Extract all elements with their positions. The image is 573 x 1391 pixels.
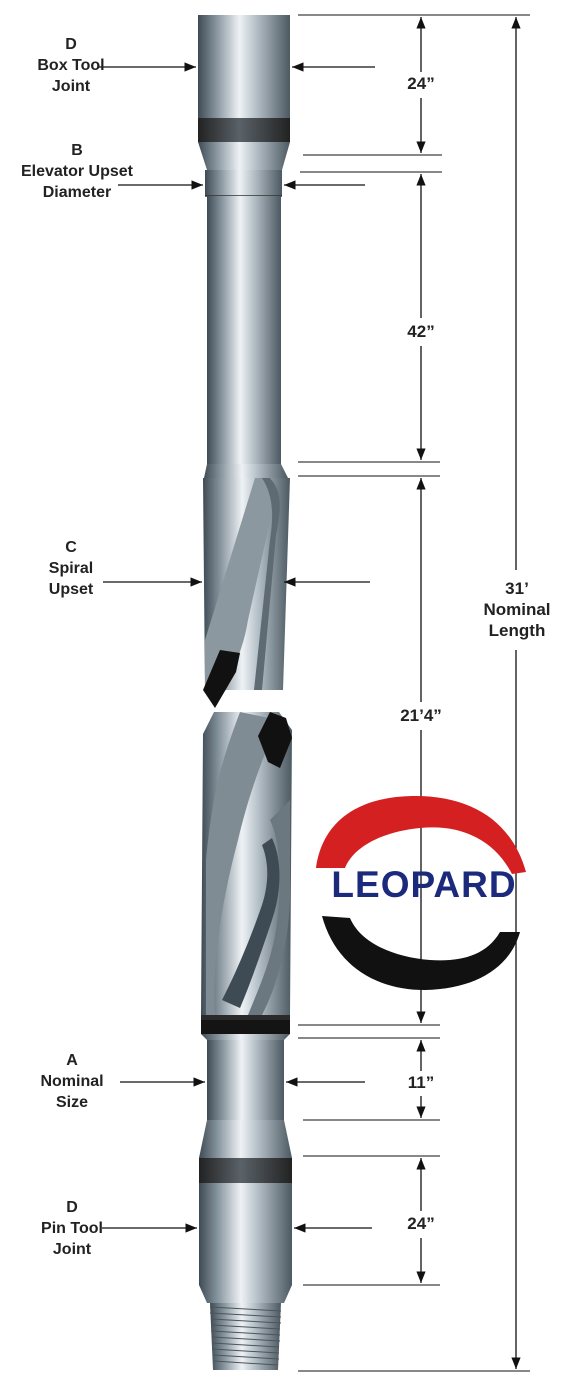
label-box-line1: Box Tool <box>37 57 105 74</box>
dim-nominal-text: 11” <box>401 1071 441 1095</box>
dim-tube-text: 42” <box>396 320 446 344</box>
pipe-body <box>198 15 292 1370</box>
label-box-tool-joint: D Box Tool Joint <box>23 34 119 97</box>
label-pin-line2: Joint <box>52 1241 92 1258</box>
label-spiral-line2: Upset <box>48 581 94 598</box>
pin-taper <box>199 1120 292 1158</box>
spiral-base-band <box>201 1020 290 1034</box>
extension-lines <box>298 14 530 1372</box>
label-elevator-letter: B <box>71 142 83 159</box>
label-elevator-line2: Diameter <box>42 184 112 201</box>
label-box-line2: Joint <box>51 78 91 95</box>
dim-spiral-text: 21’4” <box>391 704 451 728</box>
label-elevator-upset: B Elevator Upset Diameter <box>3 140 151 203</box>
spiral-upset-top <box>203 478 290 708</box>
spiral-cut-bottom <box>258 712 292 768</box>
label-nominal-line2: Size <box>55 1094 88 1111</box>
label-nominal-line1: Nominal <box>40 1073 104 1090</box>
label-pin-tool-joint: D Pin Tool Joint <box>26 1197 118 1260</box>
spiral-upset-bottom <box>201 712 292 1034</box>
dim-overall-text: 31’ Nominal Length <box>476 578 558 641</box>
label-spiral-upset: C Spiral Upset <box>28 537 114 600</box>
dim-pin-joint-text: 24” <box>396 1212 446 1236</box>
leopard-logo <box>316 795 526 990</box>
pointer-arrows <box>98 62 375 1233</box>
pin-tool-joint <box>199 1183 292 1285</box>
dim-overall-line3: Length <box>488 621 546 640</box>
nominal-size-tube <box>207 1040 284 1120</box>
tube-to-spiral-taper <box>204 464 288 478</box>
label-nominal-letter: A <box>66 1052 78 1069</box>
label-pin-letter: D <box>66 1199 78 1216</box>
label-elevator-line1: Elevator Upset <box>20 163 134 180</box>
pin-hardband <box>199 1158 292 1183</box>
dim-overall-line1: 31’ <box>505 579 529 598</box>
threaded-pin <box>210 1303 281 1370</box>
label-nominal-size: A Nominal Size <box>28 1050 116 1113</box>
spiral-cut-top <box>203 650 240 708</box>
logo-red-arc <box>316 795 526 874</box>
elevator-upset <box>205 170 282 196</box>
box-taper <box>198 142 290 170</box>
label-pin-line1: Pin Tool <box>41 1220 103 1237</box>
label-spiral-letter: C <box>65 539 77 556</box>
box-tool-joint <box>198 15 290 118</box>
pin-threads <box>209 1306 282 1366</box>
pipe-tube <box>207 196 281 464</box>
dim-box-joint-text: 24” <box>396 72 446 96</box>
dim-overall-line2: Nominal <box>483 600 551 619</box>
dimension-lines <box>416 17 521 1369</box>
label-spiral-line1: Spiral <box>48 560 94 577</box>
box-hardband <box>198 118 290 142</box>
logo-black-arc <box>322 916 520 990</box>
logo-text: LEOPARD <box>331 864 517 905</box>
label-box-letter: D <box>65 36 77 53</box>
